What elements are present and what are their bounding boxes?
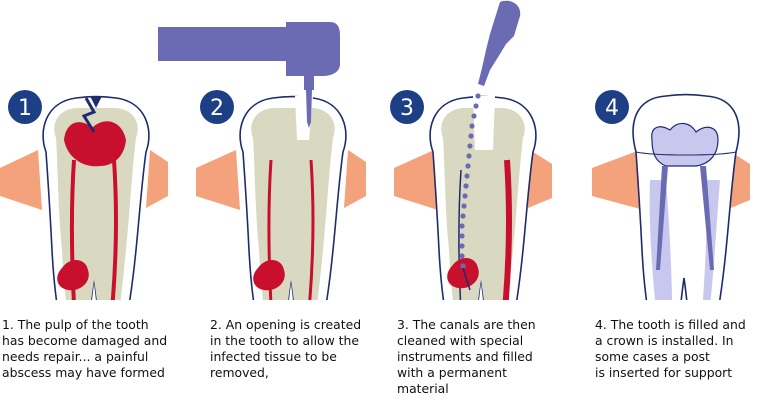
step-number-3: 3 — [400, 96, 414, 121]
infected-pulp — [64, 121, 126, 167]
step-badge-4 — [595, 90, 629, 124]
gum-left — [196, 150, 240, 210]
step-number-4: 4 — [605, 96, 619, 121]
abscess — [253, 259, 285, 291]
file-shaft — [459, 93, 481, 269]
canal-right — [502, 159, 512, 300]
step-4-illustration: 4 — [592, 90, 750, 300]
crown-line — [635, 151, 737, 156]
gum-right — [146, 150, 168, 208]
drill-neck — [304, 76, 314, 90]
file-handle — [478, 0, 521, 87]
tooth-2 — [239, 95, 347, 300]
infected-canal-left — [69, 159, 76, 300]
tooth-3 — [429, 95, 537, 300]
step-3-illustration: 3 — [390, 0, 552, 300]
drill-bur — [306, 90, 312, 128]
step-4-caption: 4. The tooth is filled and a crown is in… — [595, 317, 746, 380]
post-left — [656, 166, 668, 270]
step-1-illustration: 1 — [0, 90, 168, 300]
step-3-caption: 3. The canals are then cleaned with spec… — [397, 317, 536, 396]
gum-right — [344, 150, 366, 208]
root-canal-illustration: 1 2 — [0, 0, 750, 300]
abscess — [57, 259, 89, 291]
infected-canal-right — [110, 159, 118, 300]
abscess — [447, 257, 479, 289]
step-number-1: 1 — [18, 96, 32, 121]
gum-left — [394, 150, 438, 210]
gum-right — [528, 150, 552, 208]
tooth-1 — [42, 95, 150, 300]
tooth-crack — [81, 97, 97, 133]
post-right — [700, 166, 714, 270]
gum-left — [0, 150, 42, 210]
access-opening — [473, 96, 495, 150]
step-number-2: 2 — [210, 96, 224, 121]
step-2-illustration: 2 — [158, 22, 366, 300]
canal-right — [308, 159, 315, 300]
drill-handle — [158, 27, 290, 61]
tooth-4 — [632, 93, 740, 300]
step-2-caption: 2. An opening is created in the tooth to… — [210, 317, 362, 380]
step-1-caption: 1. The pulp of the tooth has become dama… — [2, 317, 168, 380]
gum-left — [592, 150, 644, 210]
step-badge-2 — [200, 90, 234, 124]
crack-notch — [90, 96, 102, 108]
core-filling — [651, 122, 719, 167]
canal-left — [267, 159, 273, 300]
step-badge-1 — [8, 90, 42, 124]
drill-head — [286, 22, 340, 76]
file-tip — [462, 267, 471, 291]
step-badge-3 — [390, 90, 424, 124]
